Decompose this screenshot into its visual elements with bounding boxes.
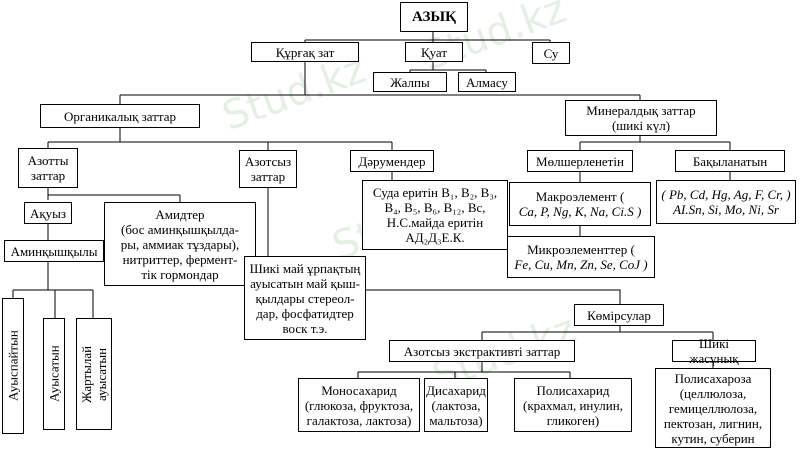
microelement-list: Fe, Cu, Mn, Zn, Se, CoJ ): [514, 257, 648, 272]
energy-exchange-node: Алмасу: [458, 72, 516, 92]
polysaccharose-node: Полисахароза (целлюлоза, гемицеллюлоза, …: [655, 368, 771, 448]
macroelement-node: Макроэлемент ( Ca, P, Ng, K, Na, Ci.S ): [509, 182, 651, 226]
controlled-elements-node: ( Pb, Cd, Hg, Ag, F, Cr, ) AI.Sn, Si, Mo…: [656, 180, 796, 224]
microelement-label: Микроэлементтер (: [527, 242, 635, 257]
mineral-quantified-node: Мөлшерленетін: [527, 150, 633, 172]
vitamins-description: Суда еритін В₁, В₂, В₃, В₄, В₅, В₆, В₁₂,…: [362, 180, 508, 250]
amino-type-semi-essential: Жартылай ауысатын: [76, 318, 112, 430]
microelement-node: Микроэлементтер ( Fe, Cu, Mn, Zn, Se, Co…: [507, 236, 655, 278]
protein-node: Ақуыз: [24, 202, 72, 224]
mineral-controlled-node: Бақыланатын: [675, 150, 785, 172]
root-node: АЗЫҚ: [400, 2, 468, 32]
mineral-node: Минералдық заттар (шикі күл): [565, 100, 717, 136]
amides-node: Амидтер (бос аминқышқылда- ры, аммиак тұ…: [104, 202, 256, 286]
macroelement-label: Макроэлемент (: [535, 189, 625, 204]
polysaccharide-node: Полисахарид (крахмал, инулин, гликоген): [514, 378, 632, 432]
dry-matter-node: Құрғақ зат: [251, 42, 359, 62]
nitrogenous-node: Азотты заттар: [18, 148, 78, 188]
nitrogen-free-extract-node: Азотсыз экстрактивті заттар: [389, 340, 575, 362]
amino-type-essential: Ауыспайтын: [2, 298, 24, 434]
energy-node: Қуат: [405, 42, 463, 62]
organic-node: Органикалық заттар: [40, 104, 200, 128]
lipids-description: Шикі май ұрпақтың ауысатын май қыш- қылд…: [244, 256, 366, 340]
energy-total-node: Жалпы: [373, 72, 447, 92]
vitamins-node: Дәрумендер: [350, 150, 434, 172]
disaccharide-node: Дисахарид (лактоза, мальтоза): [424, 378, 488, 432]
monosaccharide-node: Моносахарид (глюкоза, фруктоза, галактоз…: [298, 378, 420, 432]
macroelement-list: Ca, P, Ng, K, Na, Ci.S ): [518, 204, 642, 219]
amino-acids-node: Аминқышқылы: [4, 240, 104, 262]
nitrogen-free-node: Азотсыз заттар: [239, 150, 297, 188]
amino-type-nonessential: Ауысатын: [43, 318, 65, 430]
carbohydrates-node: Көмірсулар: [574, 304, 664, 326]
water-node: Су: [532, 42, 570, 64]
crude-fiber-node: Шикі жасұнық: [672, 336, 756, 366]
